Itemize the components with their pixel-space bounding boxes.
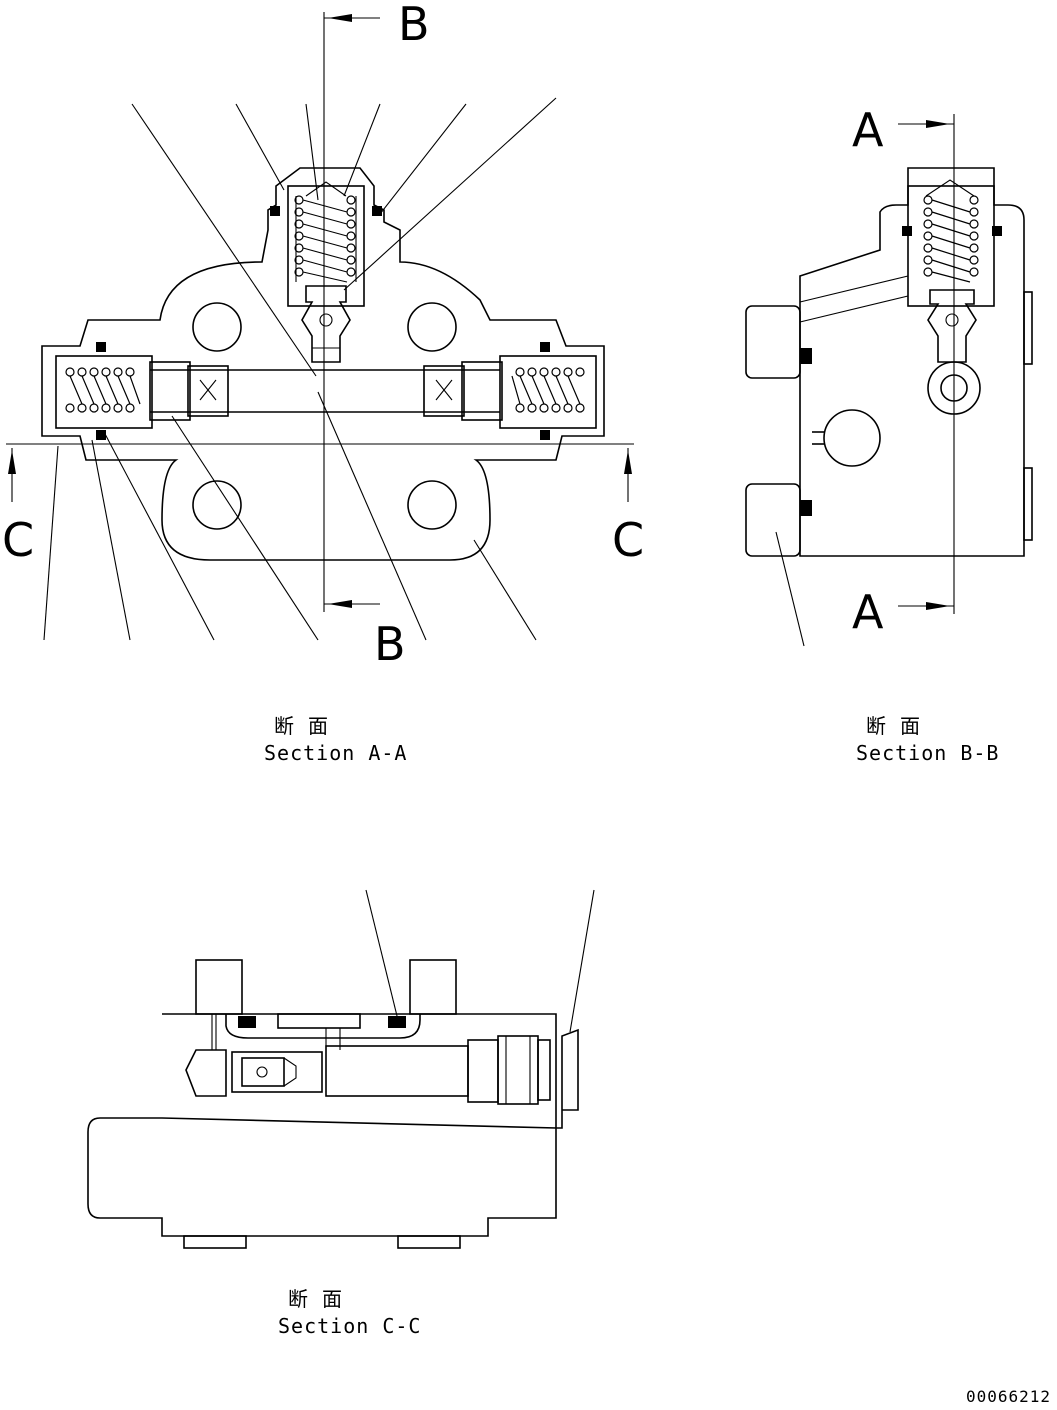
spool-c [185,1049,227,1097]
top-plug [287,185,365,307]
cap-plug-b [907,185,995,307]
caption-a-a-jp: 断 面 [274,714,329,738]
marker-c-left: C [2,513,34,567]
knob-b [823,409,881,467]
leader-lines-c-c [365,889,595,1033]
poppet-hole [319,313,333,327]
valve-body-outline [41,167,605,561]
marker-a-bottom: A [852,585,884,639]
caption-a-a-en: Section A-A [264,741,407,765]
body-outline-b [799,167,1025,557]
top-seal-left [270,206,280,216]
right-plug [499,355,597,429]
poppet-b [927,289,977,363]
right-piston [461,361,503,421]
left-spring [65,367,141,413]
left-piston [149,361,191,421]
body-outline-c [87,1013,579,1237]
stud-left-c [195,959,243,1015]
marker-b-bottom: B [374,617,406,671]
caption-c-c-jp: 断 面 [288,1287,343,1311]
top-spring [294,195,357,283]
leader-lines-a-a [43,97,557,641]
stud-right-c [409,959,457,1015]
caption-b-b-en: Section B-B [856,741,999,765]
section-b-b-view: A A 断 面 Section B-B [745,103,1033,765]
section-c-c-view: 断 面 Section C-C [87,889,595,1338]
marker-c-right: C [612,513,644,567]
bolt-hole-bottom-right [407,480,457,530]
spring-b [923,195,979,283]
left-plug [55,355,153,429]
leader-line-b [775,531,805,647]
section-a-a-view: B B C C 断 面 Section A-A [2,0,644,765]
top-poppet [301,285,351,363]
bolt-hole-top-right [407,302,457,352]
top-spring-cone [305,181,347,197]
bolt-hole-top-left [192,302,242,352]
marker-a-top: A [852,103,884,157]
fitting-bottom-b [745,483,801,557]
left-check-seat [187,365,229,417]
fitting-top-b [745,305,801,379]
bolt-hole-bottom-left [192,480,242,530]
marker-b-top: B [398,0,430,51]
top-seal-right [372,206,382,216]
drawing-number: 00066212 [966,1387,1051,1406]
right-spring [511,367,585,413]
right-check-seat [423,365,465,417]
caption-c-c-en: Section C-C [278,1314,421,1338]
channel-c [225,1014,421,1039]
caption-b-b-jp: 断 面 [866,714,921,738]
